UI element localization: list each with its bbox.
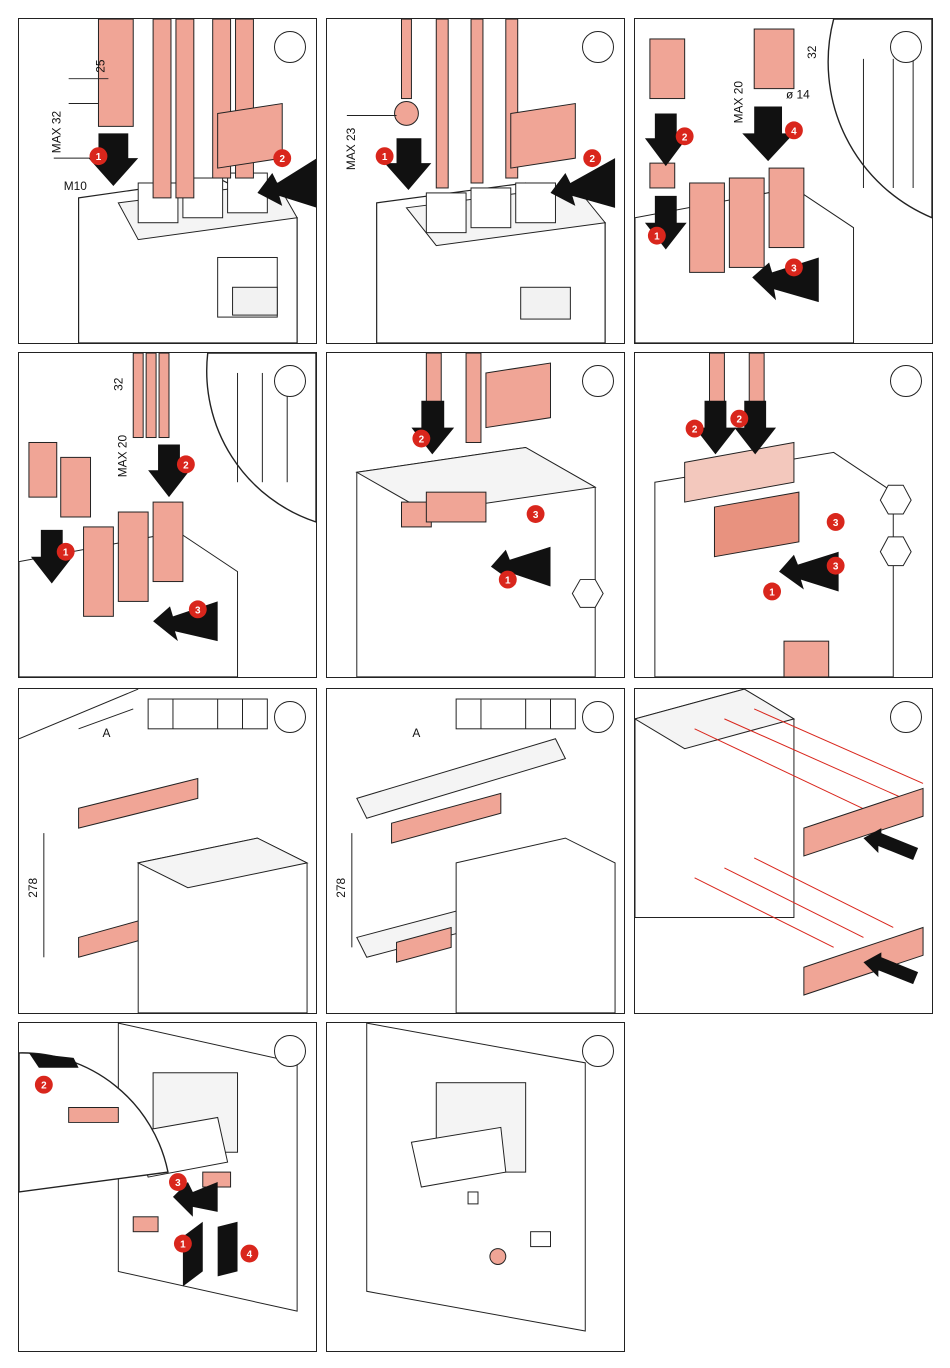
step-panel-10: 2 3 1 4	[18, 1022, 317, 1352]
step-badge-2: 2	[692, 425, 698, 436]
step-badge-3: 3	[833, 518, 839, 529]
step-panel-7: 278 A	[18, 688, 317, 1014]
step-marker-circle	[582, 701, 614, 733]
step-marker-circle	[274, 31, 306, 63]
dim-label-32: 32	[805, 45, 819, 59]
dim-label-25: 25	[93, 59, 107, 73]
step-panel-3: 1 2 3 4 32 MAX 20 ø 14	[634, 18, 933, 344]
step-badge-4: 4	[791, 126, 797, 137]
step-badge-3: 3	[791, 263, 797, 274]
step-badge-4: 4	[247, 1250, 253, 1261]
step-panel-4: 1 2 3 32 MAX 20	[18, 352, 317, 678]
step-panel-1: 1 2 25 MAX 32 M10	[18, 18, 317, 344]
dim-label-32: 32	[111, 377, 125, 391]
dim-label-max20: MAX 20	[115, 435, 129, 478]
dim-label-max20: MAX 20	[731, 81, 745, 124]
dim-label-a: A	[102, 726, 110, 740]
step-badge-1: 1	[505, 576, 511, 587]
panel-3-illustration: 1 2 3 4 32 MAX 20 ø 14	[635, 19, 932, 343]
step-marker-circle	[274, 365, 306, 397]
step-badge-2: 2	[183, 460, 189, 471]
step-badge-2: 2	[589, 154, 595, 165]
step-badge-1: 1	[63, 548, 69, 559]
step-badge-1: 1	[180, 1240, 186, 1251]
dim-label-a: A	[412, 726, 420, 740]
step-badge-1: 1	[96, 152, 102, 163]
dim-label-dia14: ø 14	[786, 88, 810, 102]
step-panel-11	[326, 1022, 625, 1352]
panel-7-illustration: 278 A	[19, 689, 316, 1013]
step-badge-1: 1	[769, 587, 775, 598]
step-marker-circle	[582, 365, 614, 397]
step-badge-1: 1	[654, 232, 660, 243]
dim-label-278: 278	[26, 877, 40, 897]
step-marker-circle	[274, 701, 306, 733]
step-marker-circle	[890, 31, 922, 63]
step-badge-1: 1	[382, 152, 388, 163]
step-panel-5: 2 1 3	[326, 352, 625, 678]
dim-label-max23: MAX 23	[344, 127, 358, 170]
panel-6-illustration: 2 2 3 3 1	[635, 353, 932, 677]
step-marker-circle	[582, 31, 614, 63]
step-panel-2: 1 2 MAX 23	[326, 18, 625, 344]
screw-label-m10: M10	[64, 179, 88, 193]
panel-11-illustration	[327, 1023, 624, 1351]
step-badge-3: 3	[195, 605, 201, 616]
step-badge-3: 3	[833, 562, 839, 573]
step-panel-9	[634, 688, 933, 1014]
dim-label-max32: MAX 32	[50, 110, 64, 153]
panel-9-illustration	[635, 689, 932, 1013]
step-marker-circle	[582, 1035, 614, 1067]
step-badge-2: 2	[419, 434, 425, 445]
step-badge-2: 2	[682, 132, 688, 143]
step-badge-3: 3	[533, 510, 539, 521]
panel-1-illustration: 1 2 25 MAX 32 M10	[19, 19, 316, 343]
panel-8-illustration: 278 A	[327, 689, 624, 1013]
panel-4-illustration: 1 2 3 32 MAX 20	[19, 353, 316, 677]
step-badge-2: 2	[41, 1081, 47, 1092]
step-marker-circle	[890, 365, 922, 397]
dim-label-278: 278	[334, 877, 348, 897]
step-marker-circle	[890, 701, 922, 733]
step-panel-8: 278 A	[326, 688, 625, 1014]
panel-5-illustration: 2 1 3	[327, 353, 624, 677]
panel-2-illustration: 1 2 MAX 23	[327, 19, 624, 343]
step-badge-3: 3	[175, 1178, 181, 1189]
panel-10-illustration: 2 3 1 4	[19, 1023, 316, 1351]
step-panel-6: 2 2 3 3 1	[634, 352, 933, 678]
step-marker-circle	[274, 1035, 306, 1067]
step-badge-2: 2	[737, 415, 743, 426]
step-badge-2: 2	[279, 154, 285, 165]
